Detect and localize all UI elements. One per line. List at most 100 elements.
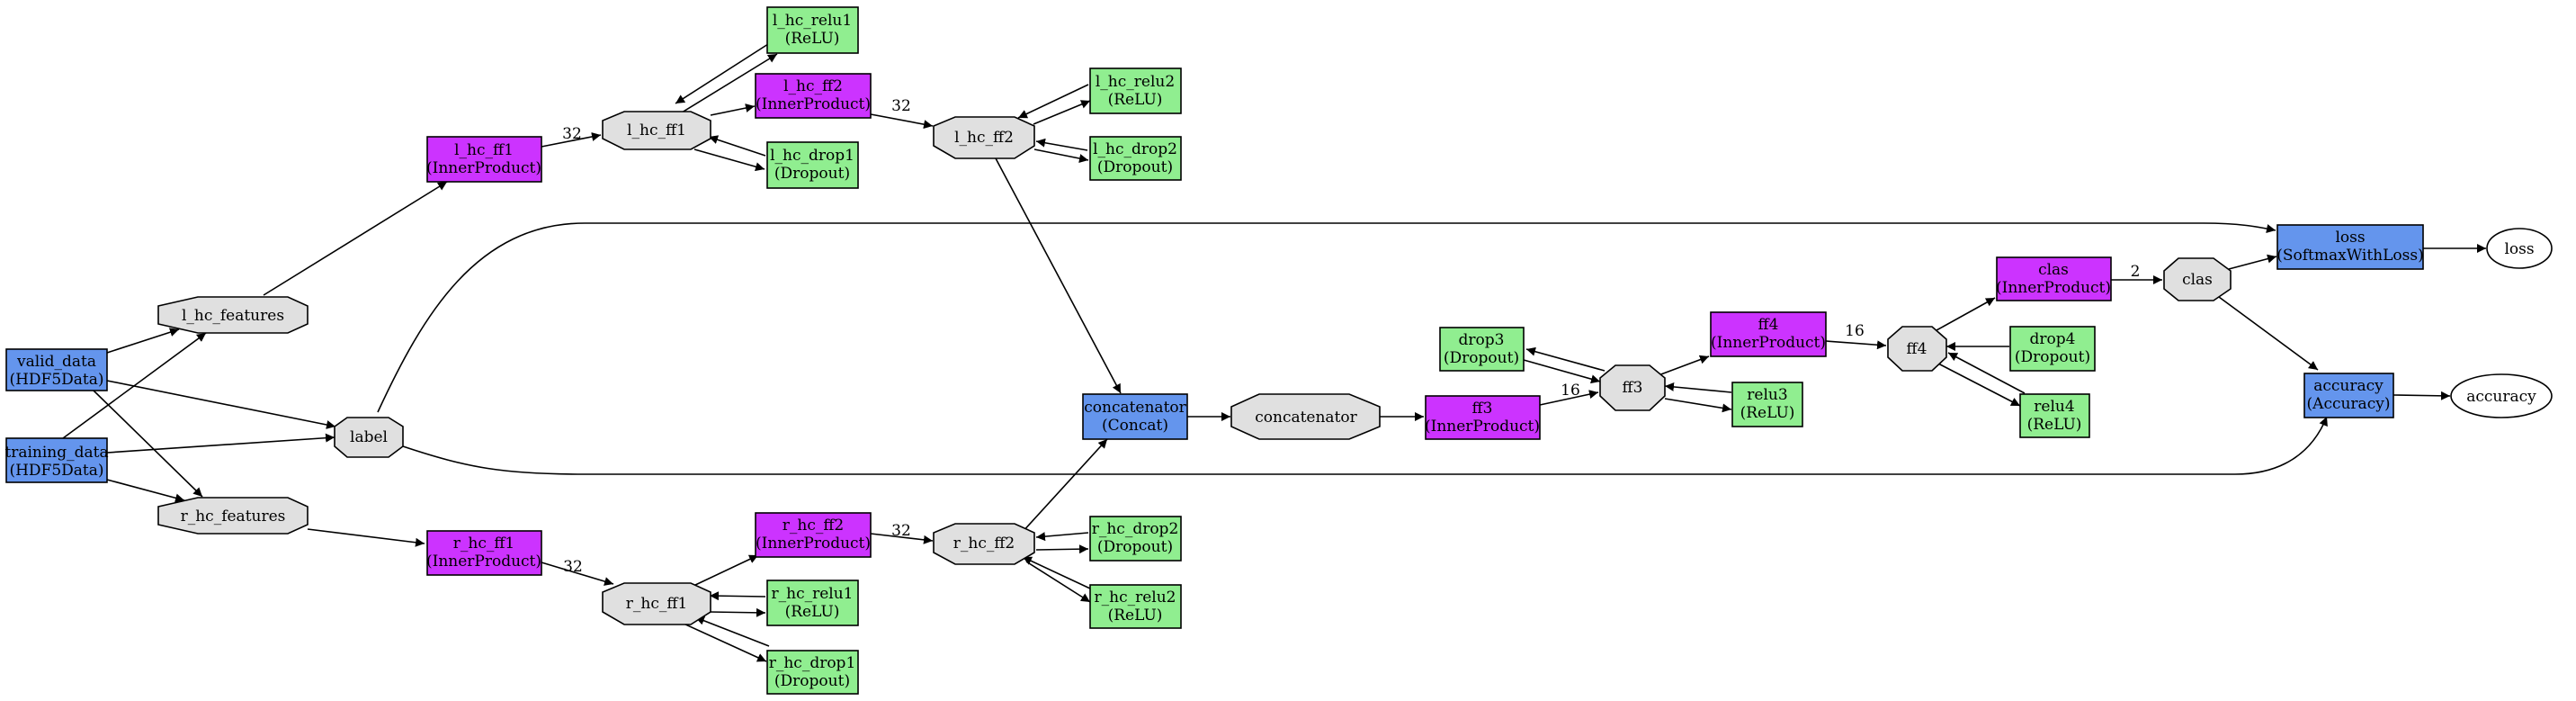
node-box <box>5 437 108 483</box>
node-label: l_hc_relu2 <box>1096 73 1175 91</box>
node-clas-layer[interactable]: clas (InnerProduct) <box>1996 256 2112 301</box>
node-label: label <box>350 428 388 446</box>
node-concatenator-blob[interactable]: concatenator <box>1230 393 1381 440</box>
node-label: training_data <box>4 444 108 462</box>
node-label: loss <box>2504 240 2534 258</box>
node-drop3[interactable]: drop3 (Dropout) <box>1439 327 1525 372</box>
node-l-hc-drop2[interactable]: l_hc_drop2 (Dropout) <box>1089 136 1182 181</box>
node-concatenator-layer[interactable]: concatenator (Concat) <box>1082 393 1188 440</box>
node-label: accuracy <box>2466 388 2536 406</box>
node-label: r_hc_ff1 <box>453 535 515 553</box>
edge-clas-blob-to-loss <box>2228 254 2277 270</box>
node-type: (Accuracy) <box>2307 395 2391 413</box>
node-r-hc-ff2-blob[interactable]: r_hc_ff2 <box>933 523 1035 565</box>
node-shape <box>933 523 1035 565</box>
node-l-hc-features[interactable]: l_hc_features <box>157 296 309 334</box>
edge-relu3-to-blob <box>1664 382 1732 393</box>
node-shape <box>157 296 309 334</box>
node-accuracy-layer[interactable]: accuracy (Accuracy) <box>2303 373 2394 418</box>
node-r-hc-ff2-layer[interactable]: r_hc_ff2 (InnerProduct) <box>755 512 872 558</box>
node-r-hc-relu1[interactable]: r_hc_relu1 (ReLU) <box>766 580 859 626</box>
node-label: l_hc_ff2 <box>954 129 1014 147</box>
node-box <box>766 580 859 626</box>
node-type: (HDF5Data) <box>9 462 103 480</box>
node-type: (InnerProduct) <box>1425 418 1540 436</box>
node-relu3[interactable]: relu3 (ReLU) <box>1731 382 1803 427</box>
node-ff4-layer[interactable]: ff4 (InnerProduct) <box>1710 311 1827 357</box>
edge-r-drop2-to-blob <box>1035 532 1089 542</box>
edge-label-l-ff2: 32 <box>891 97 911 115</box>
node-l-hc-ff2-layer[interactable]: l_hc_ff2 (InnerProduct) <box>755 73 872 119</box>
node-box <box>2303 373 2394 418</box>
node-box <box>1425 395 1541 440</box>
node-box <box>1089 584 1182 629</box>
node-label: l_hc_features <box>182 307 284 325</box>
edge-ff4-layer-to-blob <box>1825 340 1887 350</box>
node-label: relu4 <box>2034 398 2074 416</box>
edge-label-to-loss <box>377 222 2276 413</box>
node-box <box>1089 136 1182 181</box>
node-type: (Dropout) <box>1444 349 1519 367</box>
edge-accuracy-layer-to-output <box>2393 391 2451 400</box>
edge-r-blob-to-relu2 <box>1025 561 1091 603</box>
edge-l-relu1-to-blob <box>675 43 769 104</box>
node-box <box>2276 224 2424 270</box>
node-type: (Dropout) <box>774 672 850 690</box>
node-box <box>1731 382 1803 427</box>
edge-r-ff1-layer-to-blob <box>541 562 614 586</box>
node-r-hc-ff1-layer[interactable]: r_hc_ff1 (InnerProduct) <box>426 530 542 576</box>
node-label: ff4 <box>1758 316 1779 334</box>
node-type: (InnerProduct) <box>1996 279 2111 297</box>
edge-r-drop1-to-blob <box>694 616 770 647</box>
edge-r-relu2-to-blob <box>1022 556 1091 589</box>
node-loss-output[interactable]: loss <box>2486 228 2553 269</box>
node-box <box>766 650 859 695</box>
node-ff4-blob[interactable]: ff4 <box>1887 326 1947 372</box>
edge-l-blob-to-drop1 <box>693 148 765 172</box>
node-valid-data[interactable]: valid_data (HDF5Data) <box>5 348 108 391</box>
node-shape <box>602 582 711 625</box>
edge-label-l-ff1: 32 <box>562 125 582 143</box>
node-ff3-blob[interactable]: ff3 <box>1599 364 1666 411</box>
node-l-hc-relu1[interactable]: l_hc_relu1 (ReLU) <box>766 6 859 54</box>
node-relu4[interactable]: relu4 (ReLU) <box>2019 393 2090 438</box>
node-label-blob[interactable]: label <box>334 417 404 458</box>
node-l-hc-drop1[interactable]: l_hc_drop1 (Dropout) <box>766 141 859 189</box>
node-r-hc-drop1[interactable]: r_hc_drop1 (Dropout) <box>766 650 859 695</box>
node-type: (ReLU) <box>1740 404 1795 422</box>
node-r-hc-ff1-blob[interactable]: r_hc_ff1 <box>602 582 711 625</box>
node-ff3-layer[interactable]: ff3 (InnerProduct) <box>1425 395 1541 440</box>
node-loss-layer[interactable]: loss (SoftmaxWithLoss) <box>2276 224 2424 270</box>
node-box <box>1089 67 1182 114</box>
edge-l-blob-to-relu2 <box>1033 100 1091 125</box>
node-l-hc-ff2-blob[interactable]: l_hc_ff2 <box>933 116 1035 159</box>
edge-label-r-ff2: 32 <box>891 522 911 540</box>
edge-r-blob-to-relu1 <box>709 607 766 617</box>
node-accuracy-output[interactable]: accuracy <box>2450 373 2553 418</box>
node-type: (ReLU) <box>785 30 840 48</box>
edge-relu4-to-blob <box>1947 352 2026 394</box>
node-label: l_hc_ff2 <box>783 77 843 95</box>
node-l-hc-ff1-blob[interactable]: l_hc_ff1 <box>602 111 711 150</box>
node-shape <box>1230 393 1381 440</box>
edge-r-blob-to-drop1 <box>683 623 767 662</box>
edge-r-features-to-ff1 <box>307 528 425 547</box>
node-type: (InnerProduct) <box>426 159 541 177</box>
node-box <box>755 512 872 558</box>
node-training-data[interactable]: training_data (HDF5Data) <box>4 437 109 483</box>
node-l-hc-ff1-layer[interactable]: l_hc_ff1 (InnerProduct) <box>426 136 542 183</box>
edge-r-ff1-blob-to-ff2 <box>693 554 759 587</box>
edge-blob-to-relu4 <box>1937 363 2021 407</box>
node-clas-blob[interactable]: clas <box>2163 257 2232 301</box>
edges <box>62 43 2486 662</box>
node-r-hc-drop2[interactable]: r_hc_drop2 (Dropout) <box>1089 516 1182 562</box>
node-label: ff3 <box>1623 379 1643 397</box>
node-drop4[interactable]: drop4 (Dropout) <box>2009 326 2096 372</box>
node-r-hc-features[interactable]: r_hc_features <box>157 497 309 535</box>
node-l-hc-relu2[interactable]: l_hc_relu2 (ReLU) <box>1089 67 1182 114</box>
node-r-hc-relu2[interactable]: r_hc_relu2 (ReLU) <box>1089 584 1182 629</box>
node-type: (Dropout) <box>774 165 850 183</box>
edge-l-blob-to-drop2 <box>1033 148 1089 163</box>
edge-r-ff2-layer-to-blob <box>870 533 934 544</box>
node-label: concatenator <box>1084 399 1186 417</box>
